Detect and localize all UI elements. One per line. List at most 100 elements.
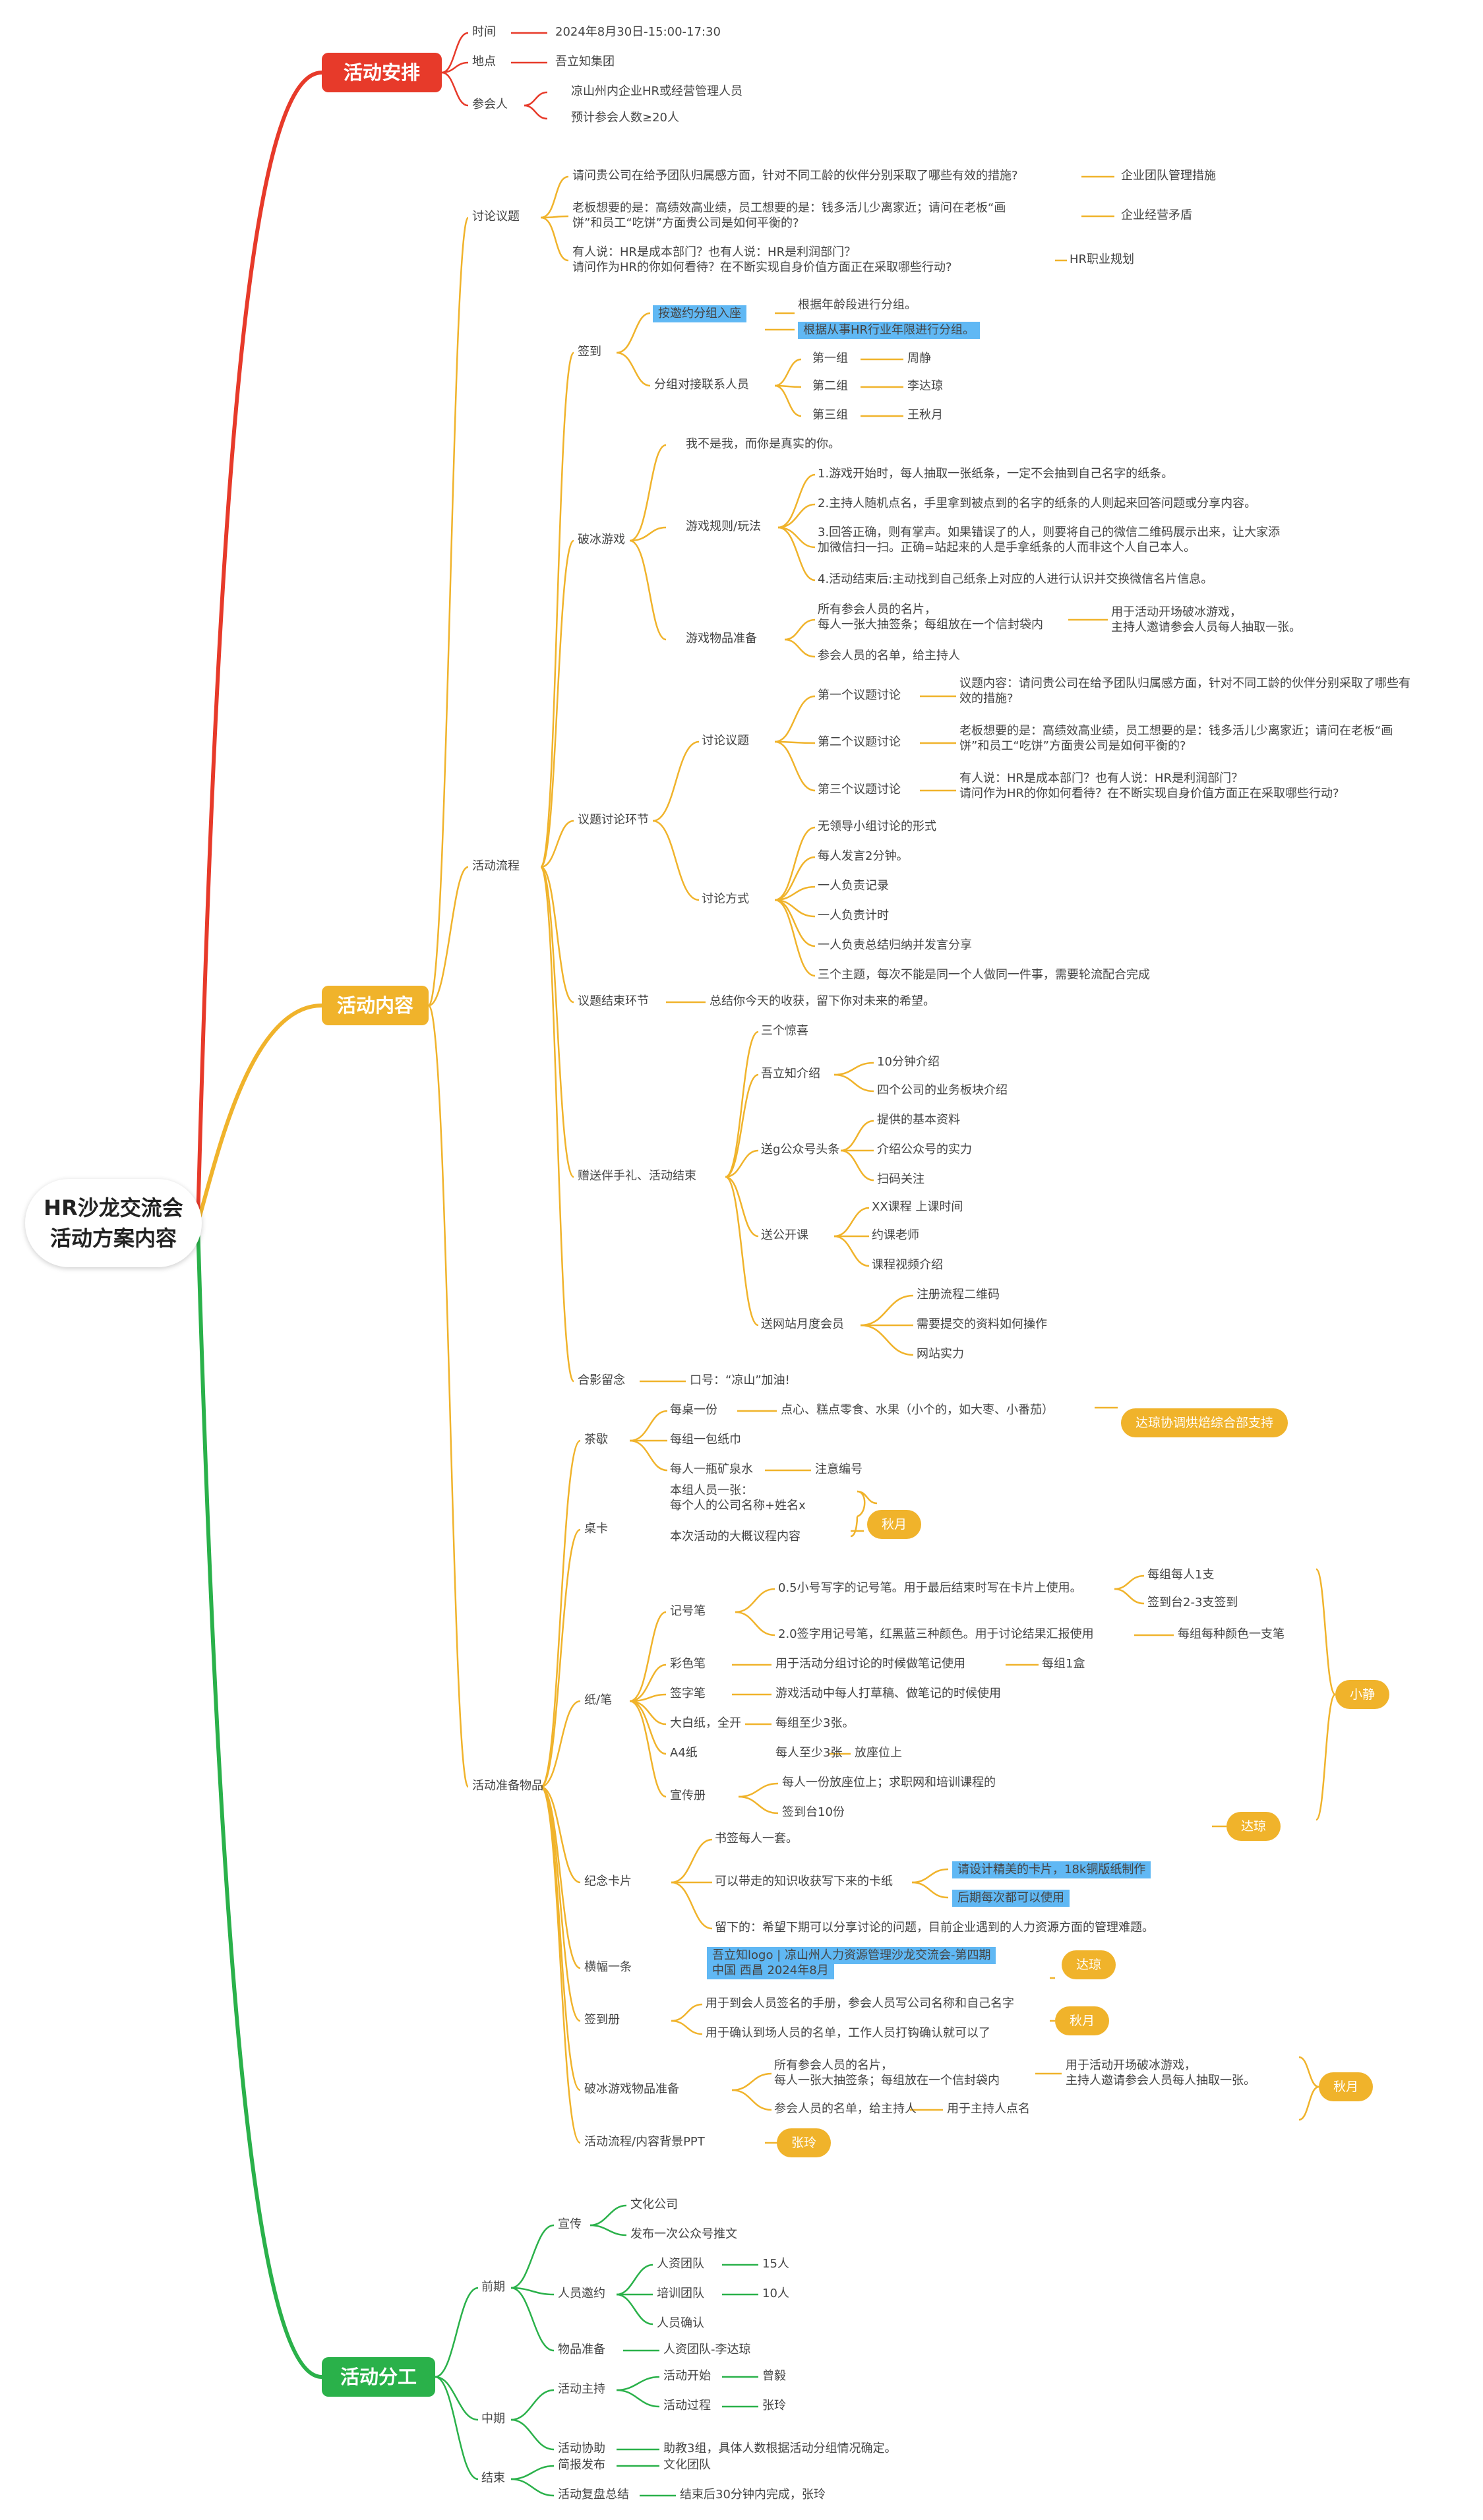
node-pen1b[interactable]: 2.0签字用记号笔，红黑蓝三种颜色。用于讨论结果汇报使用 xyxy=(778,1627,1094,1641)
node-banner-a[interactable]: 吾立知logo | 凉山州人力资源管理沙龙交流会-第四期 xyxy=(707,1947,996,1964)
node-gift-vip1[interactable]: 注册流程二维码 xyxy=(917,1288,1000,1302)
node-inv3[interactable]: 人员确认 xyxy=(657,2316,704,2330)
node-topic3-tag[interactable]: HR职业规划 xyxy=(1070,253,1135,266)
main-topic-division[interactable]: 活动分工 xyxy=(322,2357,435,2397)
node-ibprep-use-b[interactable]: 主持人邀请参会人员每人抽取一张。 xyxy=(1066,2074,1256,2087)
node-pen2[interactable]: 彩色笔 xyxy=(670,1657,706,1671)
node-items1a[interactable]: 所有参会人员的名片， xyxy=(818,603,936,616)
node-gift-wechat1[interactable]: 提供的基本资料 xyxy=(877,1113,960,1127)
node-rule3a[interactable]: 3.回答正确，则有掌声。如果错误了的人，则要将自己的微信二维码展示出来，让大家添 xyxy=(818,525,1281,539)
node-invite-seat[interactable]: 按邀约分组入座 xyxy=(653,305,746,322)
node-pen-tag[interactable]: 小静 xyxy=(1335,1680,1390,1709)
node-inv2v[interactable]: 10人 xyxy=(762,2287,789,2300)
node-pen1b1[interactable]: 每组每种颜色一支笔 xyxy=(1178,1627,1285,1641)
node-book1[interactable]: 用于到会人员签名的手册，参会人员写公司名称和自己名字 xyxy=(706,1996,1014,2010)
node-items-use-b[interactable]: 主持人邀请参会人员每人抽取一张。 xyxy=(1111,620,1301,634)
node-dt1-b[interactable]: 效的措施? xyxy=(959,692,1014,705)
root-topic[interactable]: HR沙龙交流会 活动方案内容 xyxy=(25,1179,202,1267)
node-tea[interactable]: 茶歇 xyxy=(584,1433,608,1447)
node-m1[interactable]: 无领导小组讨论的形式 xyxy=(818,820,936,833)
node-ib-rules[interactable]: 游戏规则/玩法 xyxy=(686,520,762,533)
node-rule1[interactable]: 1.游戏开始时，每人抽取一张纸条，一定不会抽到自己名字的纸条。 xyxy=(818,467,1174,481)
node-memo-tag[interactable]: 达琼 xyxy=(1226,1812,1281,1841)
node-ibprep-tag[interactable]: 秋月 xyxy=(1319,2072,1374,2101)
node-assist-v[interactable]: 助教3组，具体人数根据活动分组情况确定。 xyxy=(663,2442,897,2455)
node-seat-age[interactable]: 根据年龄段进行分组。 xyxy=(798,298,917,312)
node-topics[interactable]: 讨论议题 xyxy=(472,210,520,224)
node-photo[interactable]: 合影留念 xyxy=(578,1373,625,1387)
node-topic1[interactable]: 请问贵公司在给予团队归属感方面，针对不同工龄的伙伴分别采取了哪些有效的措施? xyxy=(572,169,1018,183)
node-pen3v[interactable]: 游戏活动中每人打草稿、做笔记的时候使用 xyxy=(775,1687,1001,1700)
node-card-tag[interactable]: 秋月 xyxy=(867,1510,922,1539)
node-attendee-1[interactable]: 凉山州内企业HR或经营管理人员 xyxy=(571,84,743,98)
node-card1a[interactable]: 本组人员一张： xyxy=(670,1484,753,1497)
node-promo[interactable]: 宣传 xyxy=(558,2217,582,2231)
node-card[interactable]: 桌卡 xyxy=(584,1522,608,1536)
node-prep[interactable]: 活动准备物品 xyxy=(472,1779,543,1793)
node-gift-course3[interactable]: 课程视频介绍 xyxy=(872,1258,943,1272)
node-dt2-b[interactable]: 饼”和员工“吃饼”方面贵公司是如何平衡的? xyxy=(959,739,1186,753)
node-pen6[interactable]: 宣传册 xyxy=(670,1789,706,1803)
node-book-tag[interactable]: 秋月 xyxy=(1055,2006,1110,2035)
node-pen5v2[interactable]: 放座位上 xyxy=(855,1746,902,1760)
node-promo1[interactable]: 文化公司 xyxy=(630,2198,678,2211)
node-pen5[interactable]: A4纸 xyxy=(670,1746,698,1760)
node-gift-intro[interactable]: 吾立知介绍 xyxy=(761,1067,820,1081)
node-gift-intro2[interactable]: 四个公司的业务板块介绍 xyxy=(877,1083,1008,1097)
node-pen4v[interactable]: 每组至少3张。 xyxy=(775,1716,855,1730)
node-m3[interactable]: 一人负责记录 xyxy=(818,879,889,893)
node-promo2[interactable]: 发布一次公众号推文 xyxy=(630,2227,737,2241)
node-ibprep2[interactable]: 参会人员的名单，给主持人 xyxy=(774,2102,917,2116)
node-m5[interactable]: 一人负责总结归纳并发言分享 xyxy=(818,938,972,952)
node-pen4[interactable]: 大白纸，全开 xyxy=(670,1716,741,1730)
node-time-value[interactable]: 2024年8月30日-15:00-17:30 xyxy=(555,25,721,39)
node-pen6b[interactable]: 签到台10份 xyxy=(782,1805,845,1819)
node-host1[interactable]: 活动开始 xyxy=(663,2369,711,2383)
node-dt1-a[interactable]: 议题内容：请问贵公司在给予团队归属感方面，针对不同工龄的伙伴分别采取了哪些有 xyxy=(959,676,1410,690)
node-rule2[interactable]: 2.主持人随机点名，手里拿到被点到的名字的纸条的人则起来回答问题或分享内容。 xyxy=(818,496,1257,510)
node-brief-v[interactable]: 文化团队 xyxy=(663,2458,711,2472)
node-memo3[interactable]: 留下的：希望下期可以分享讨论的问题，目前企业遇到的人力资源方面的管理难题。 xyxy=(715,1921,1154,1935)
node-place[interactable]: 地点 xyxy=(472,55,496,69)
node-gift-surprise[interactable]: 三个惊喜 xyxy=(761,1024,808,1038)
node-photo-text[interactable]: 口号：“凉山”加油! xyxy=(690,1373,790,1387)
node-dt2-a[interactable]: 老板想要的是：高绩效高业绩，员工想要的是：钱多活儿少离家近；请问在老板“画 xyxy=(959,724,1393,738)
node-items1b[interactable]: 每人一张大抽签条；每组放在一个信封袋内 xyxy=(818,618,1043,632)
node-inv2[interactable]: 培训团队 xyxy=(657,2287,704,2300)
main-topic-content[interactable]: 活动内容 xyxy=(322,986,429,1025)
node-memo1[interactable]: 书签每人一套。 xyxy=(715,1832,798,1845)
node-pen1a1[interactable]: 每组每人1支 xyxy=(1147,1568,1215,1582)
node-banner-b[interactable]: 中国 西昌 2024年8月 xyxy=(707,1962,834,1979)
node-m6[interactable]: 三个主题，每次不能是同一个人做同一件事，需要轮流配合完成 xyxy=(818,968,1150,982)
main-topic-schedule[interactable]: 活动安排 xyxy=(322,53,442,92)
node-group-receiver[interactable]: 分组对接联系人员 xyxy=(654,378,749,392)
node-topic3a[interactable]: 有人说：HR是成本部门？也有人说：HR是利润部门？ xyxy=(572,245,857,259)
node-ibprep1a[interactable]: 所有参会人员的名片， xyxy=(774,2058,893,2072)
node-gift-vip[interactable]: 送网站月度会员 xyxy=(761,1317,844,1331)
node-pen1a2[interactable]: 签到台2-3支签到 xyxy=(1147,1596,1238,1609)
node-dt3[interactable]: 第三个议题讨论 xyxy=(818,783,901,796)
node-time[interactable]: 时间 xyxy=(472,25,496,39)
node-ppt-tag[interactable]: 张玲 xyxy=(777,2128,832,2157)
node-tea3-v[interactable]: 注意编号 xyxy=(815,1462,863,1476)
node-topic1-tag[interactable]: 企业团队管理措施 xyxy=(1121,169,1216,183)
node-pen1[interactable]: 记号笔 xyxy=(670,1604,706,1618)
node-attendee-2[interactable]: 预计参会人数≥20人 xyxy=(571,111,679,125)
node-items-use-a[interactable]: 用于活动开场破冰游戏， xyxy=(1111,605,1242,619)
node-ib-title[interactable]: 我不是我，而你是真实的你。 xyxy=(686,437,840,451)
node-memo[interactable]: 纪念卡片 xyxy=(584,1875,632,1888)
node-dt3-a[interactable]: 有人说：HR是成本部门？也有人说：HR是利润部门？ xyxy=(959,771,1244,785)
node-g1-name[interactable]: 周静 xyxy=(907,351,931,365)
node-discussion[interactable]: 议题讨论环节 xyxy=(578,813,649,827)
node-signin[interactable]: 签到 xyxy=(578,345,601,359)
node-pen2v2[interactable]: 每组1盒 xyxy=(1042,1657,1085,1671)
node-disc-topics[interactable]: 讨论议题 xyxy=(702,734,749,748)
node-host2v[interactable]: 张玲 xyxy=(762,2399,786,2413)
node-gift-vip2[interactable]: 需要提交的资料如何操作 xyxy=(917,1317,1047,1331)
node-topic2-tag[interactable]: 企业经营矛盾 xyxy=(1121,208,1192,222)
node-flow[interactable]: 活动流程 xyxy=(472,859,520,873)
node-icebreak[interactable]: 破冰游戏 xyxy=(578,533,625,547)
node-assist[interactable]: 活动协助 xyxy=(558,2442,605,2455)
node-end[interactable]: 结束 xyxy=(481,2471,505,2485)
node-gift-wechat2[interactable]: 介绍公众号的实力 xyxy=(877,1143,972,1156)
